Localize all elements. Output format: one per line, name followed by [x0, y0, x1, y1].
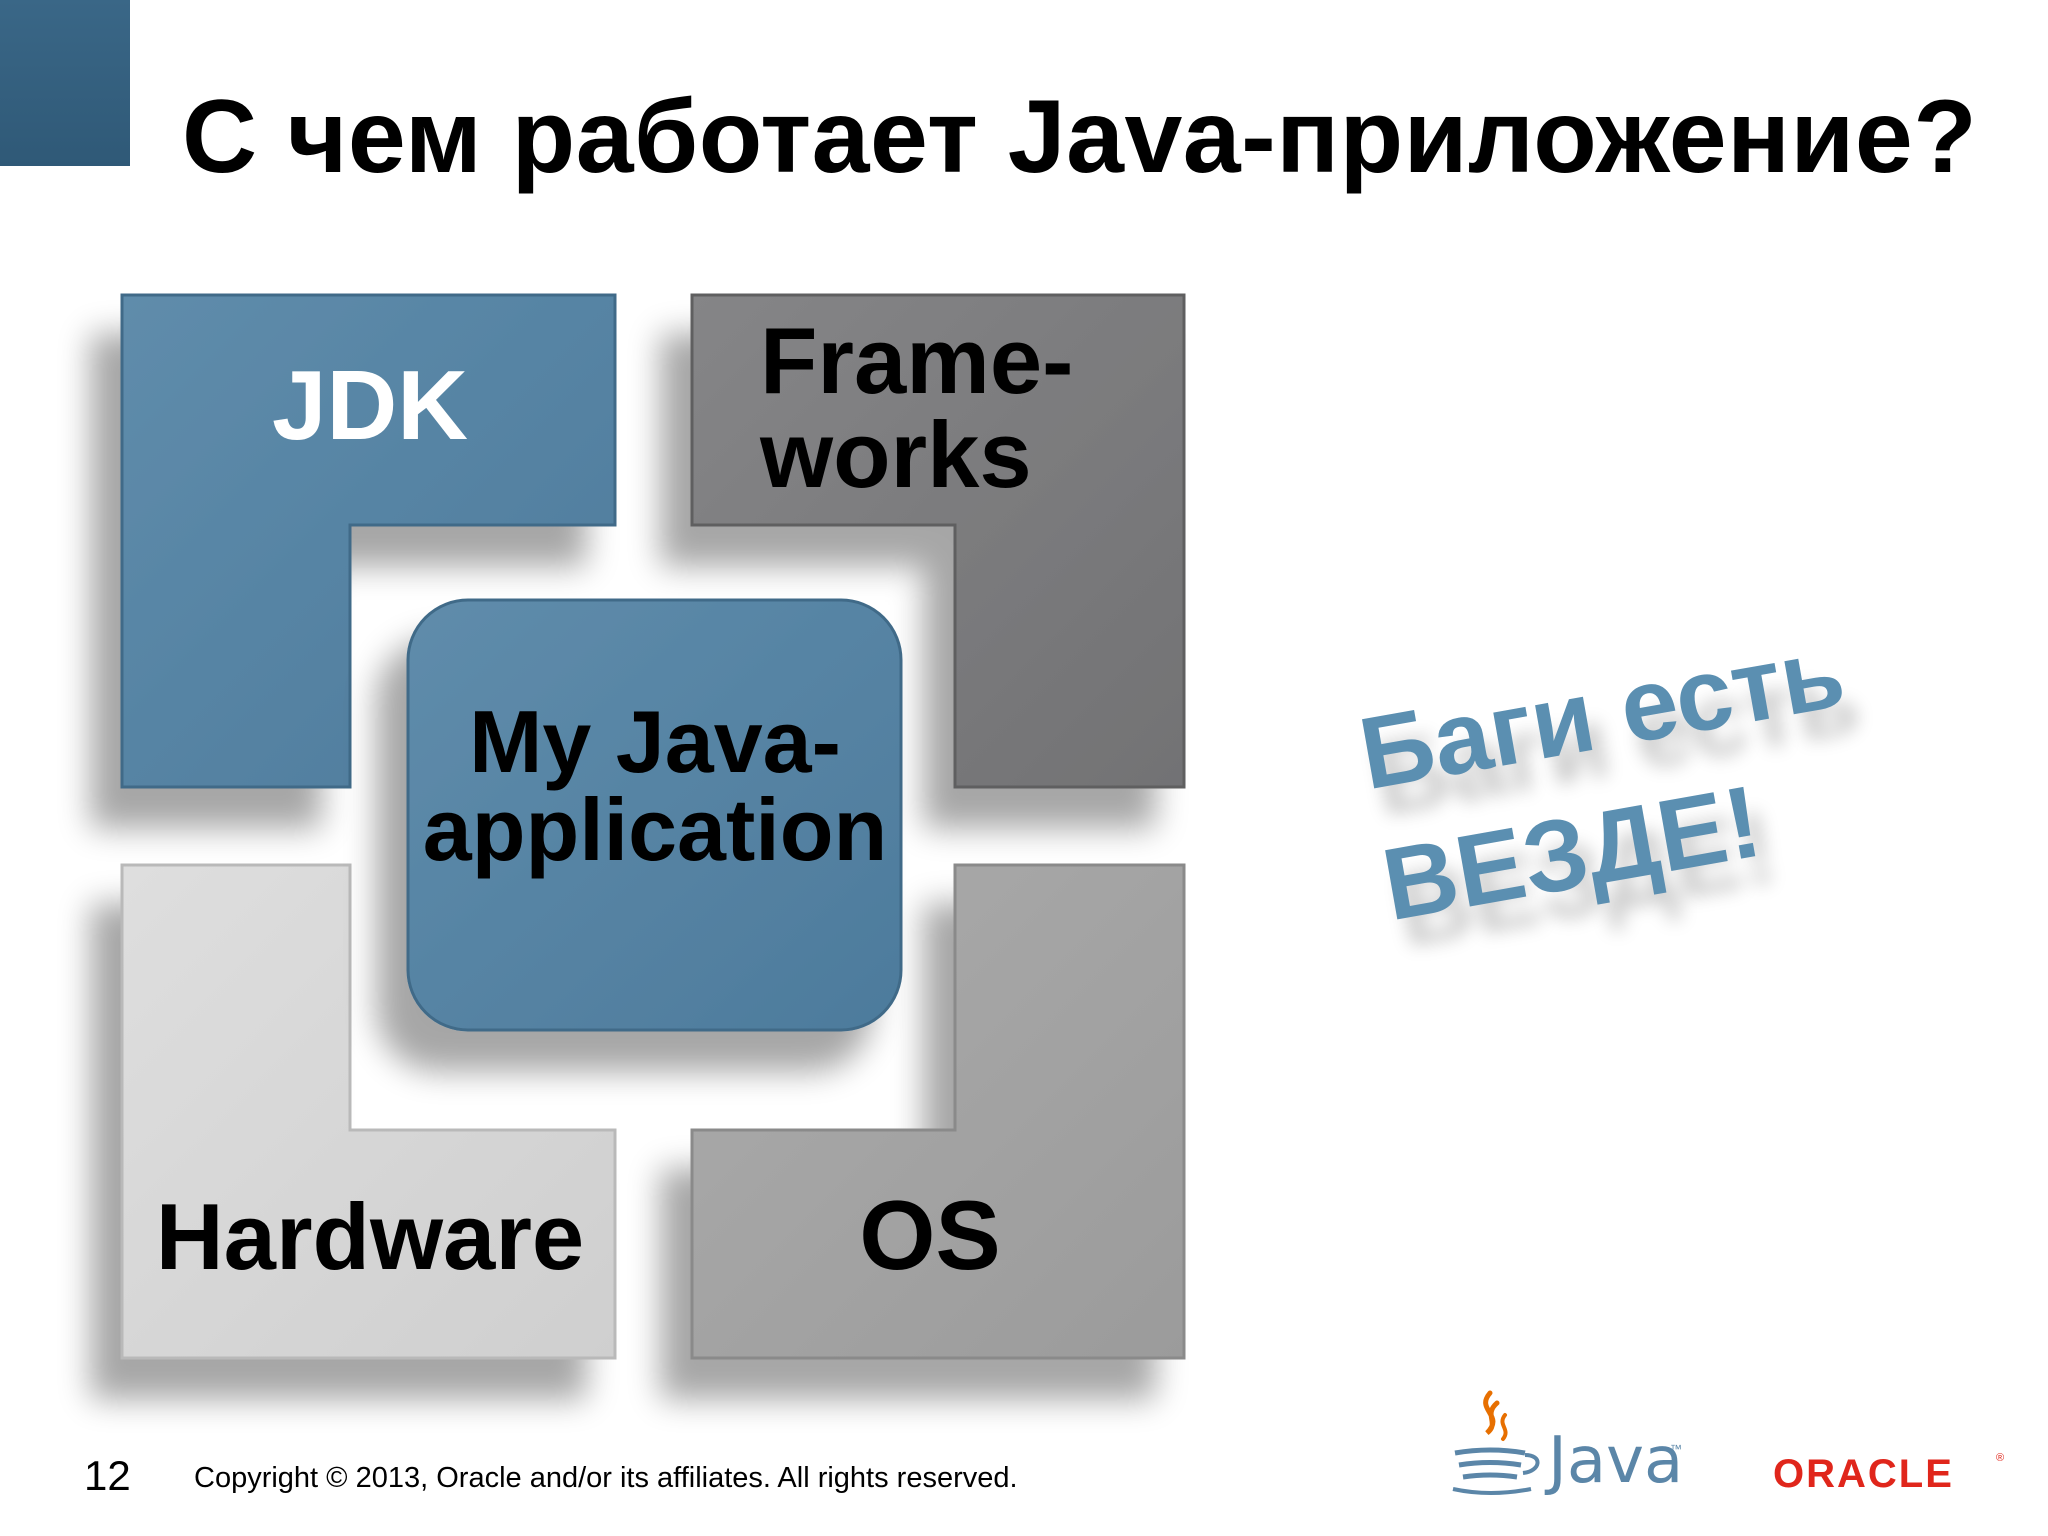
java-application-tile [406, 598, 903, 1032]
java-coffee-cup-icon [1452, 1390, 1540, 1495]
frameworks-line-2: works [760, 402, 1032, 507]
copyright-notice: Copyright © 2013, Oracle and/or its affi… [194, 1462, 1018, 1494]
slide-title: С чем работает Java-приложение? [182, 79, 1978, 195]
corner-accent-square [0, 0, 130, 166]
frameworks-label: Frame- works [760, 314, 1120, 502]
java-trademark: ™ [1670, 1442, 1682, 1456]
jdk-tile [120, 293, 617, 789]
java-application-label: My Java- application [405, 698, 905, 874]
frameworks-tile [690, 293, 1186, 789]
hardware-tile [120, 863, 617, 1360]
app-line-2: application [422, 780, 888, 879]
page-number: 12 [84, 1452, 131, 1499]
os-tile [690, 863, 1186, 1360]
app-line-1: My Java- [469, 692, 841, 791]
hardware-label: Hardware [155, 1184, 585, 1289]
frameworks-line-1: Frame- [760, 308, 1074, 413]
jdk-label: JDK [271, 350, 469, 460]
oracle-registered-mark: ® [1996, 1452, 2005, 1464]
java-logo-text: Java [1548, 1424, 1684, 1498]
oracle-logo: ORACLE [1773, 1452, 1954, 1496]
os-label: OS [859, 1180, 1001, 1290]
